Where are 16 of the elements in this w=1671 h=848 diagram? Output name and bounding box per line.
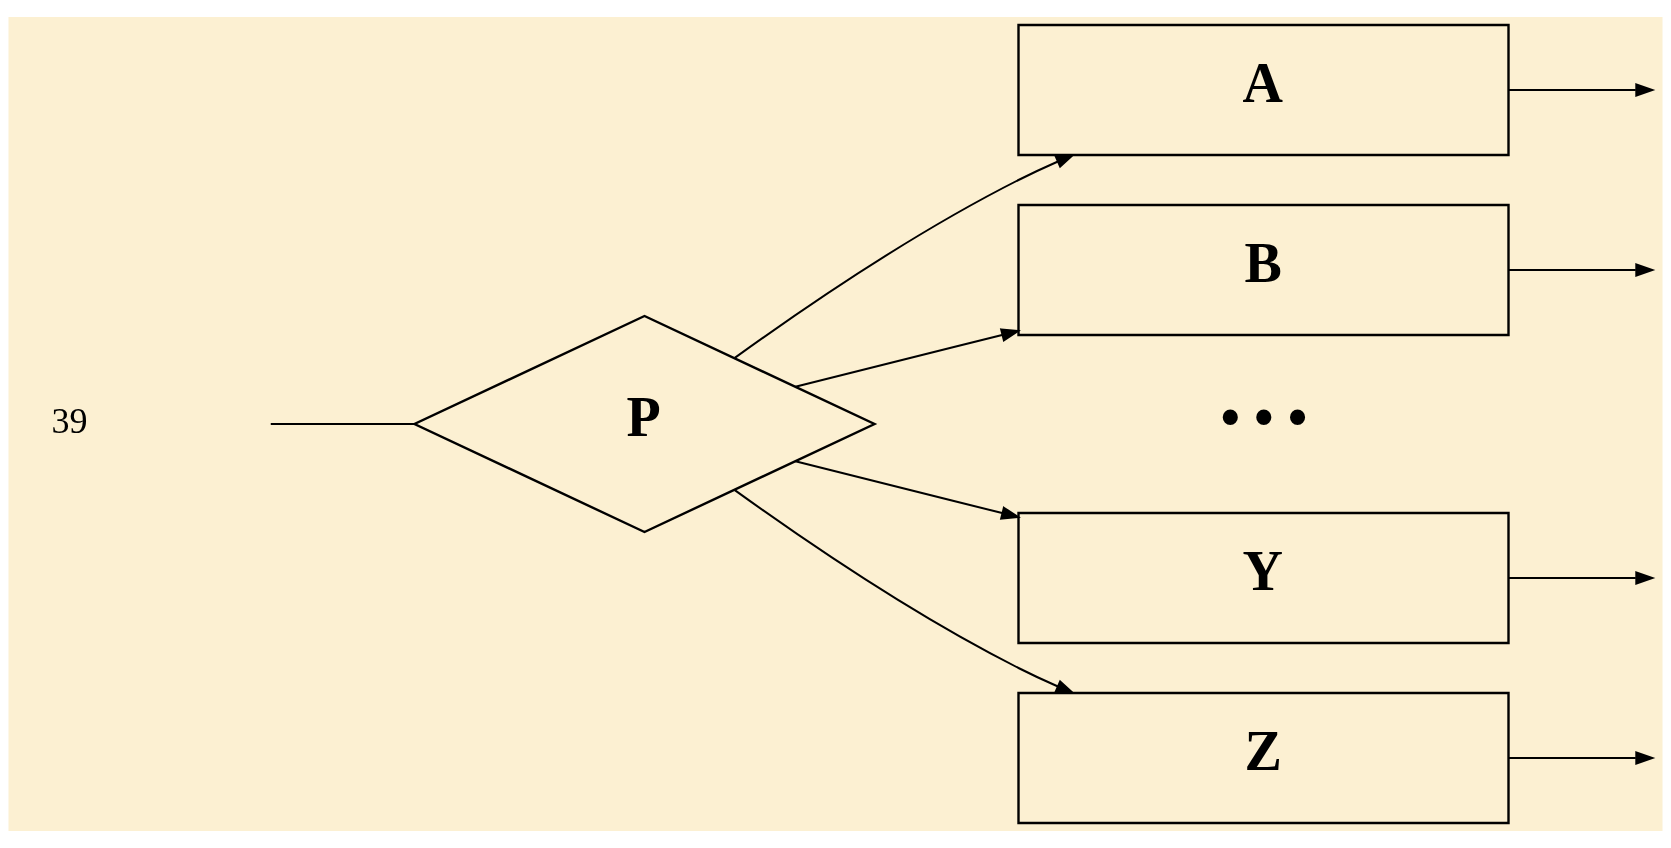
arrow <box>733 153 1076 359</box>
arrow <box>733 489 1076 695</box>
arrow <box>1507 83 1656 97</box>
label: 39 <box>51 400 88 441</box>
arrow <box>794 328 1021 388</box>
node-box: Z <box>1017 691 1510 825</box>
arrow <box>1507 263 1656 277</box>
arrow <box>1507 571 1656 585</box>
arrow <box>794 460 1021 520</box>
node-box: Y <box>1017 511 1510 645</box>
node-diamond: P <box>411 314 878 534</box>
label: • • • <box>1220 385 1308 448</box>
node-box: A <box>1017 23 1510 157</box>
connector <box>269 423 415 425</box>
arrow <box>1507 751 1656 765</box>
node-box: B <box>1017 203 1510 337</box>
